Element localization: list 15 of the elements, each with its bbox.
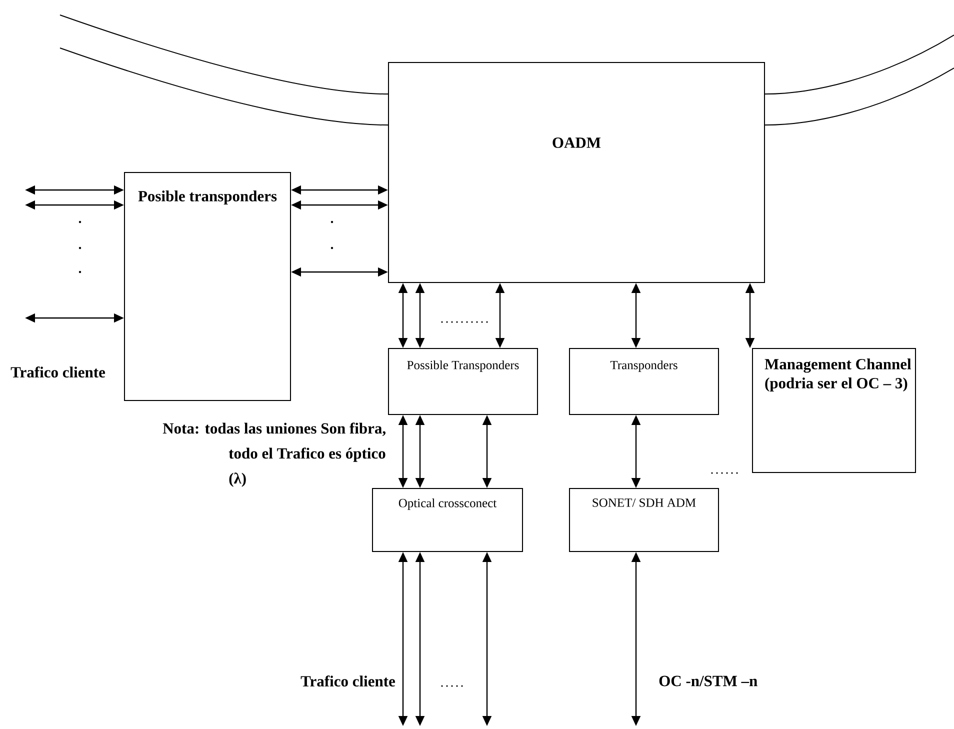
label-text: Trafico cliente [300,675,395,687]
fiber-line [764,34,954,94]
box: OADM [388,62,765,283]
label-text: OC -n/STM –n [659,676,758,686]
box: Management Channel (podria ser el OC – 3) [752,348,916,473]
note-text: Nota: todas las uniones Son fibra, todo el Trafico es óptico (λ) [162,422,386,487]
box: Optical crossconect [372,488,523,552]
box: Possible Transponders [388,348,538,415]
box: SONET/ SDH ADM [569,488,719,552]
box: Posible transponders [124,172,291,401]
fiber-line [60,48,388,126]
fiber-line [60,14,388,94]
fiber-line [764,68,954,126]
label-text: Trafico cliente [10,366,106,378]
box: Transponders [569,348,719,415]
